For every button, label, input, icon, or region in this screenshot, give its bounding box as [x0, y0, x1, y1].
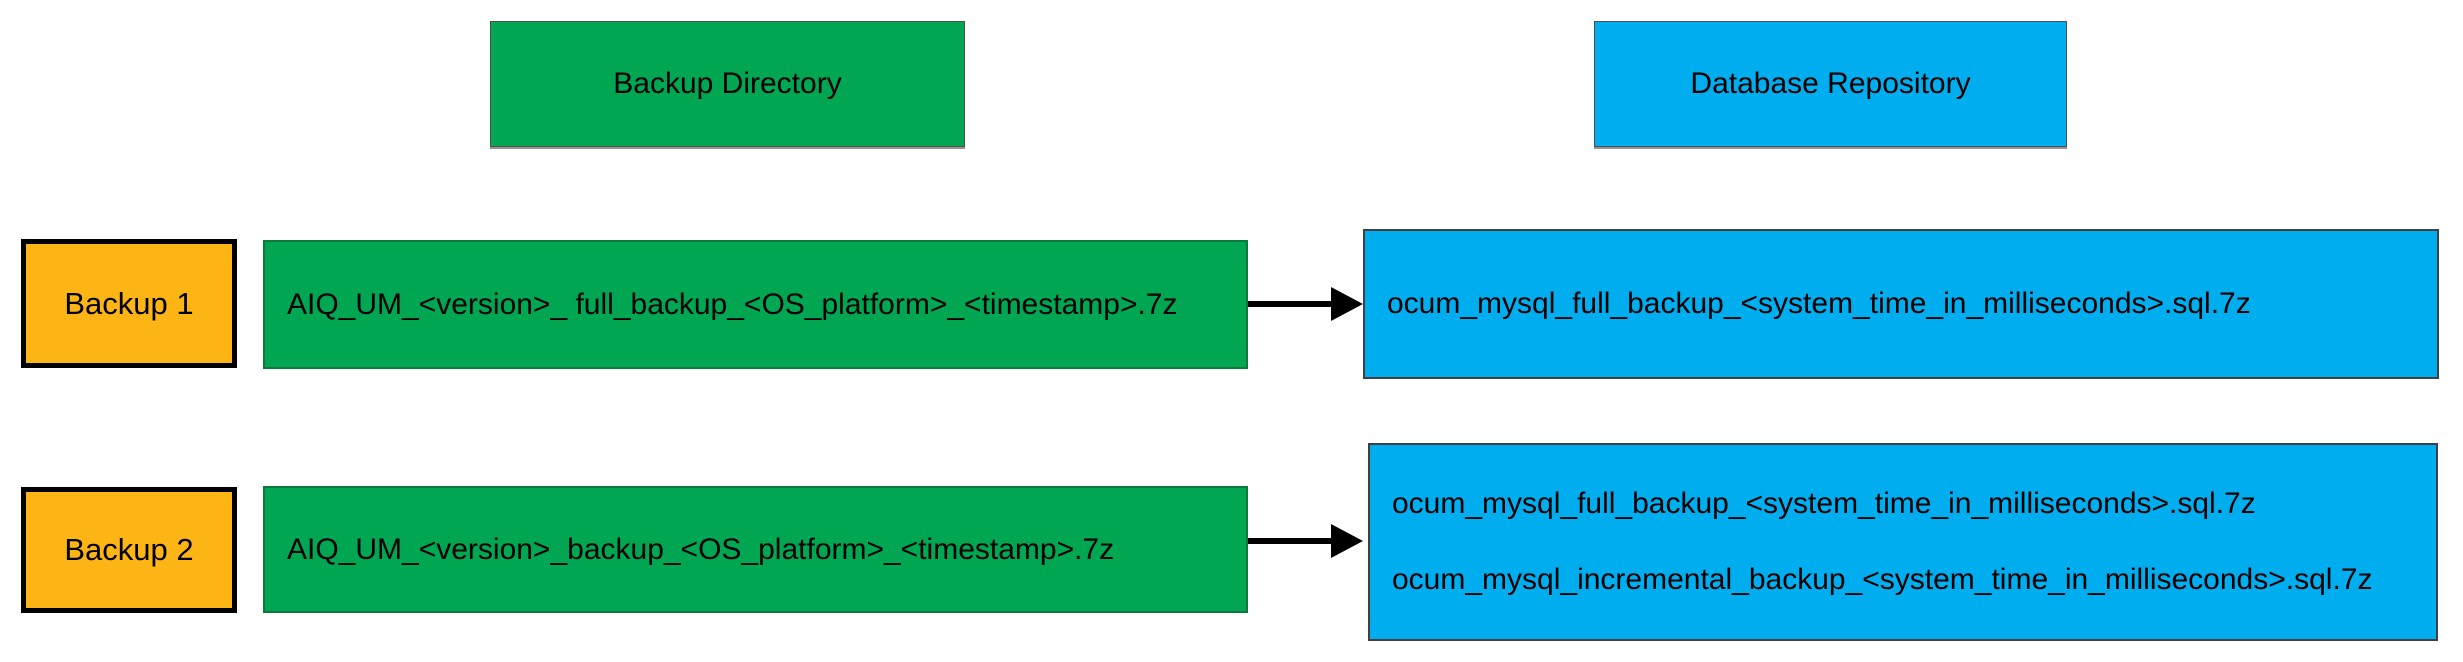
backup2-repository-filename-full: ocum_mysql_full_backup_<system_time_in_m…: [1392, 487, 2256, 520]
backup2-directory-file-box: AIQ_UM_<version>_backup_<OS_platform>_<t…: [263, 486, 1248, 613]
backup1-repository-file-box: ocum_mysql_full_backup_<system_time_in_m…: [1363, 229, 2439, 379]
backup2-repository-filename-incremental: ocum_mysql_incremental_backup_<system_ti…: [1392, 563, 2373, 596]
backup2-label-box: Backup 2: [21, 487, 237, 613]
backup1-repository-filename: ocum_mysql_full_backup_<system_time_in_m…: [1387, 287, 2251, 320]
backup-directory-header: Backup Directory: [490, 21, 965, 147]
backup2-directory-filename: AIQ_UM_<version>_backup_<OS_platform>_<t…: [287, 532, 1115, 566]
backup1-directory-filename: AIQ_UM_<version>_ full_backup_<OS_platfo…: [287, 287, 1178, 321]
arrow-shaft: [1248, 538, 1334, 544]
backup1-label-box: Backup 1: [21, 239, 237, 368]
backup2-repository-file-box: ocum_mysql_full_backup_<system_time_in_m…: [1368, 443, 2438, 641]
backup1-directory-file-box: AIQ_UM_<version>_ full_backup_<OS_platfo…: [263, 240, 1248, 369]
backup1-label: Backup 1: [64, 285, 194, 321]
arrow-head: [1331, 524, 1363, 558]
arrow-head: [1331, 287, 1363, 321]
database-repository-header: Database Repository: [1594, 21, 2067, 147]
backup-directory-header-label: Backup Directory: [613, 67, 842, 100]
database-repository-header-label: Database Repository: [1690, 67, 1971, 100]
backup2-label: Backup 2: [64, 532, 194, 567]
arrow-shaft: [1248, 301, 1334, 307]
